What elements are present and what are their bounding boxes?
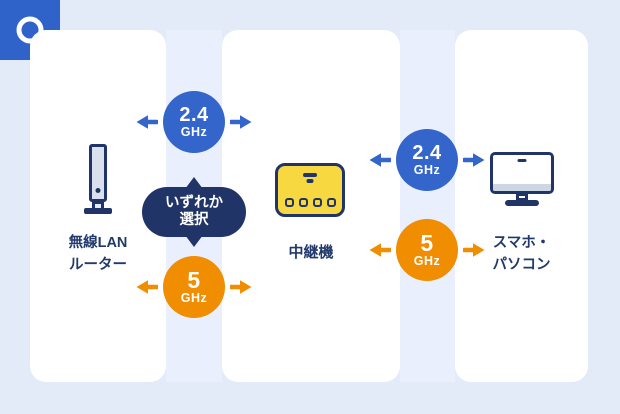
repeater-port-icon <box>284 198 294 207</box>
monitor-base <box>505 200 539 206</box>
repeater-port-icon <box>312 198 322 207</box>
badge-value: 5 <box>187 267 201 293</box>
monitor-camera-icon <box>517 159 527 162</box>
repeater-port-icon <box>326 198 336 207</box>
arrow-right-icon <box>461 152 485 168</box>
arrow-right-icon <box>228 114 252 130</box>
arrow-left-icon <box>369 242 393 258</box>
badge-2-4ghz-left: 2.4 GHz <box>136 91 252 153</box>
repeater-ports <box>278 198 342 207</box>
monitor-bezel <box>493 184 551 191</box>
arrow-left-icon <box>136 114 160 130</box>
badge-unit: GHz <box>180 125 208 139</box>
selector-label-line2: 選択 <box>179 212 209 228</box>
monitor-screen <box>490 152 554 194</box>
repeater-port-icon <box>298 198 308 207</box>
connector-right <box>400 30 455 382</box>
badge-value: 2.4 <box>412 142 442 164</box>
selector-label-line1: いずれか <box>165 195 223 211</box>
router-base <box>84 208 112 214</box>
devices-label: スマホ・ パソコン <box>455 232 588 276</box>
arrow-right-icon <box>228 279 252 295</box>
badge-value: 2.4 <box>179 104 209 126</box>
badge-unit: GHz <box>413 163 441 177</box>
router-label: 無線LAN ルーター <box>30 232 166 276</box>
router-label-line1: 無線LAN <box>68 235 128 251</box>
badge-5ghz-right: 5 GHz <box>369 219 485 281</box>
arrow-left-icon <box>136 279 160 295</box>
badge-2-4ghz-right: 2.4 GHz <box>369 129 485 191</box>
repeater-signal-icon <box>303 173 317 177</box>
repeater-label-line1: 中継機 <box>288 244 334 261</box>
router-icon <box>84 144 112 214</box>
monitor-stand <box>516 193 528 201</box>
badge-unit: GHz <box>180 291 208 305</box>
router-led-icon <box>95 188 101 193</box>
monitor-icon <box>490 152 554 206</box>
repeater-signal-icon-small <box>306 179 314 183</box>
badge-value: 5 <box>420 230 434 256</box>
router-label-line2: ルーター <box>69 257 127 273</box>
badge-5ghz-left: 5 GHz <box>136 256 252 318</box>
repeater-label: 中継機 <box>222 242 400 264</box>
panel-devices <box>455 30 588 382</box>
devices-label-line1: スマホ・ <box>492 235 551 251</box>
repeater-icon <box>275 163 345 217</box>
arrow-right-icon <box>461 242 485 258</box>
router-body <box>89 144 107 202</box>
devices-label-line2: パソコン <box>492 257 551 273</box>
arrow-left-icon <box>369 152 393 168</box>
badge-unit: GHz <box>413 254 441 268</box>
selector-bubble: いずれか 選択 <box>142 187 246 237</box>
